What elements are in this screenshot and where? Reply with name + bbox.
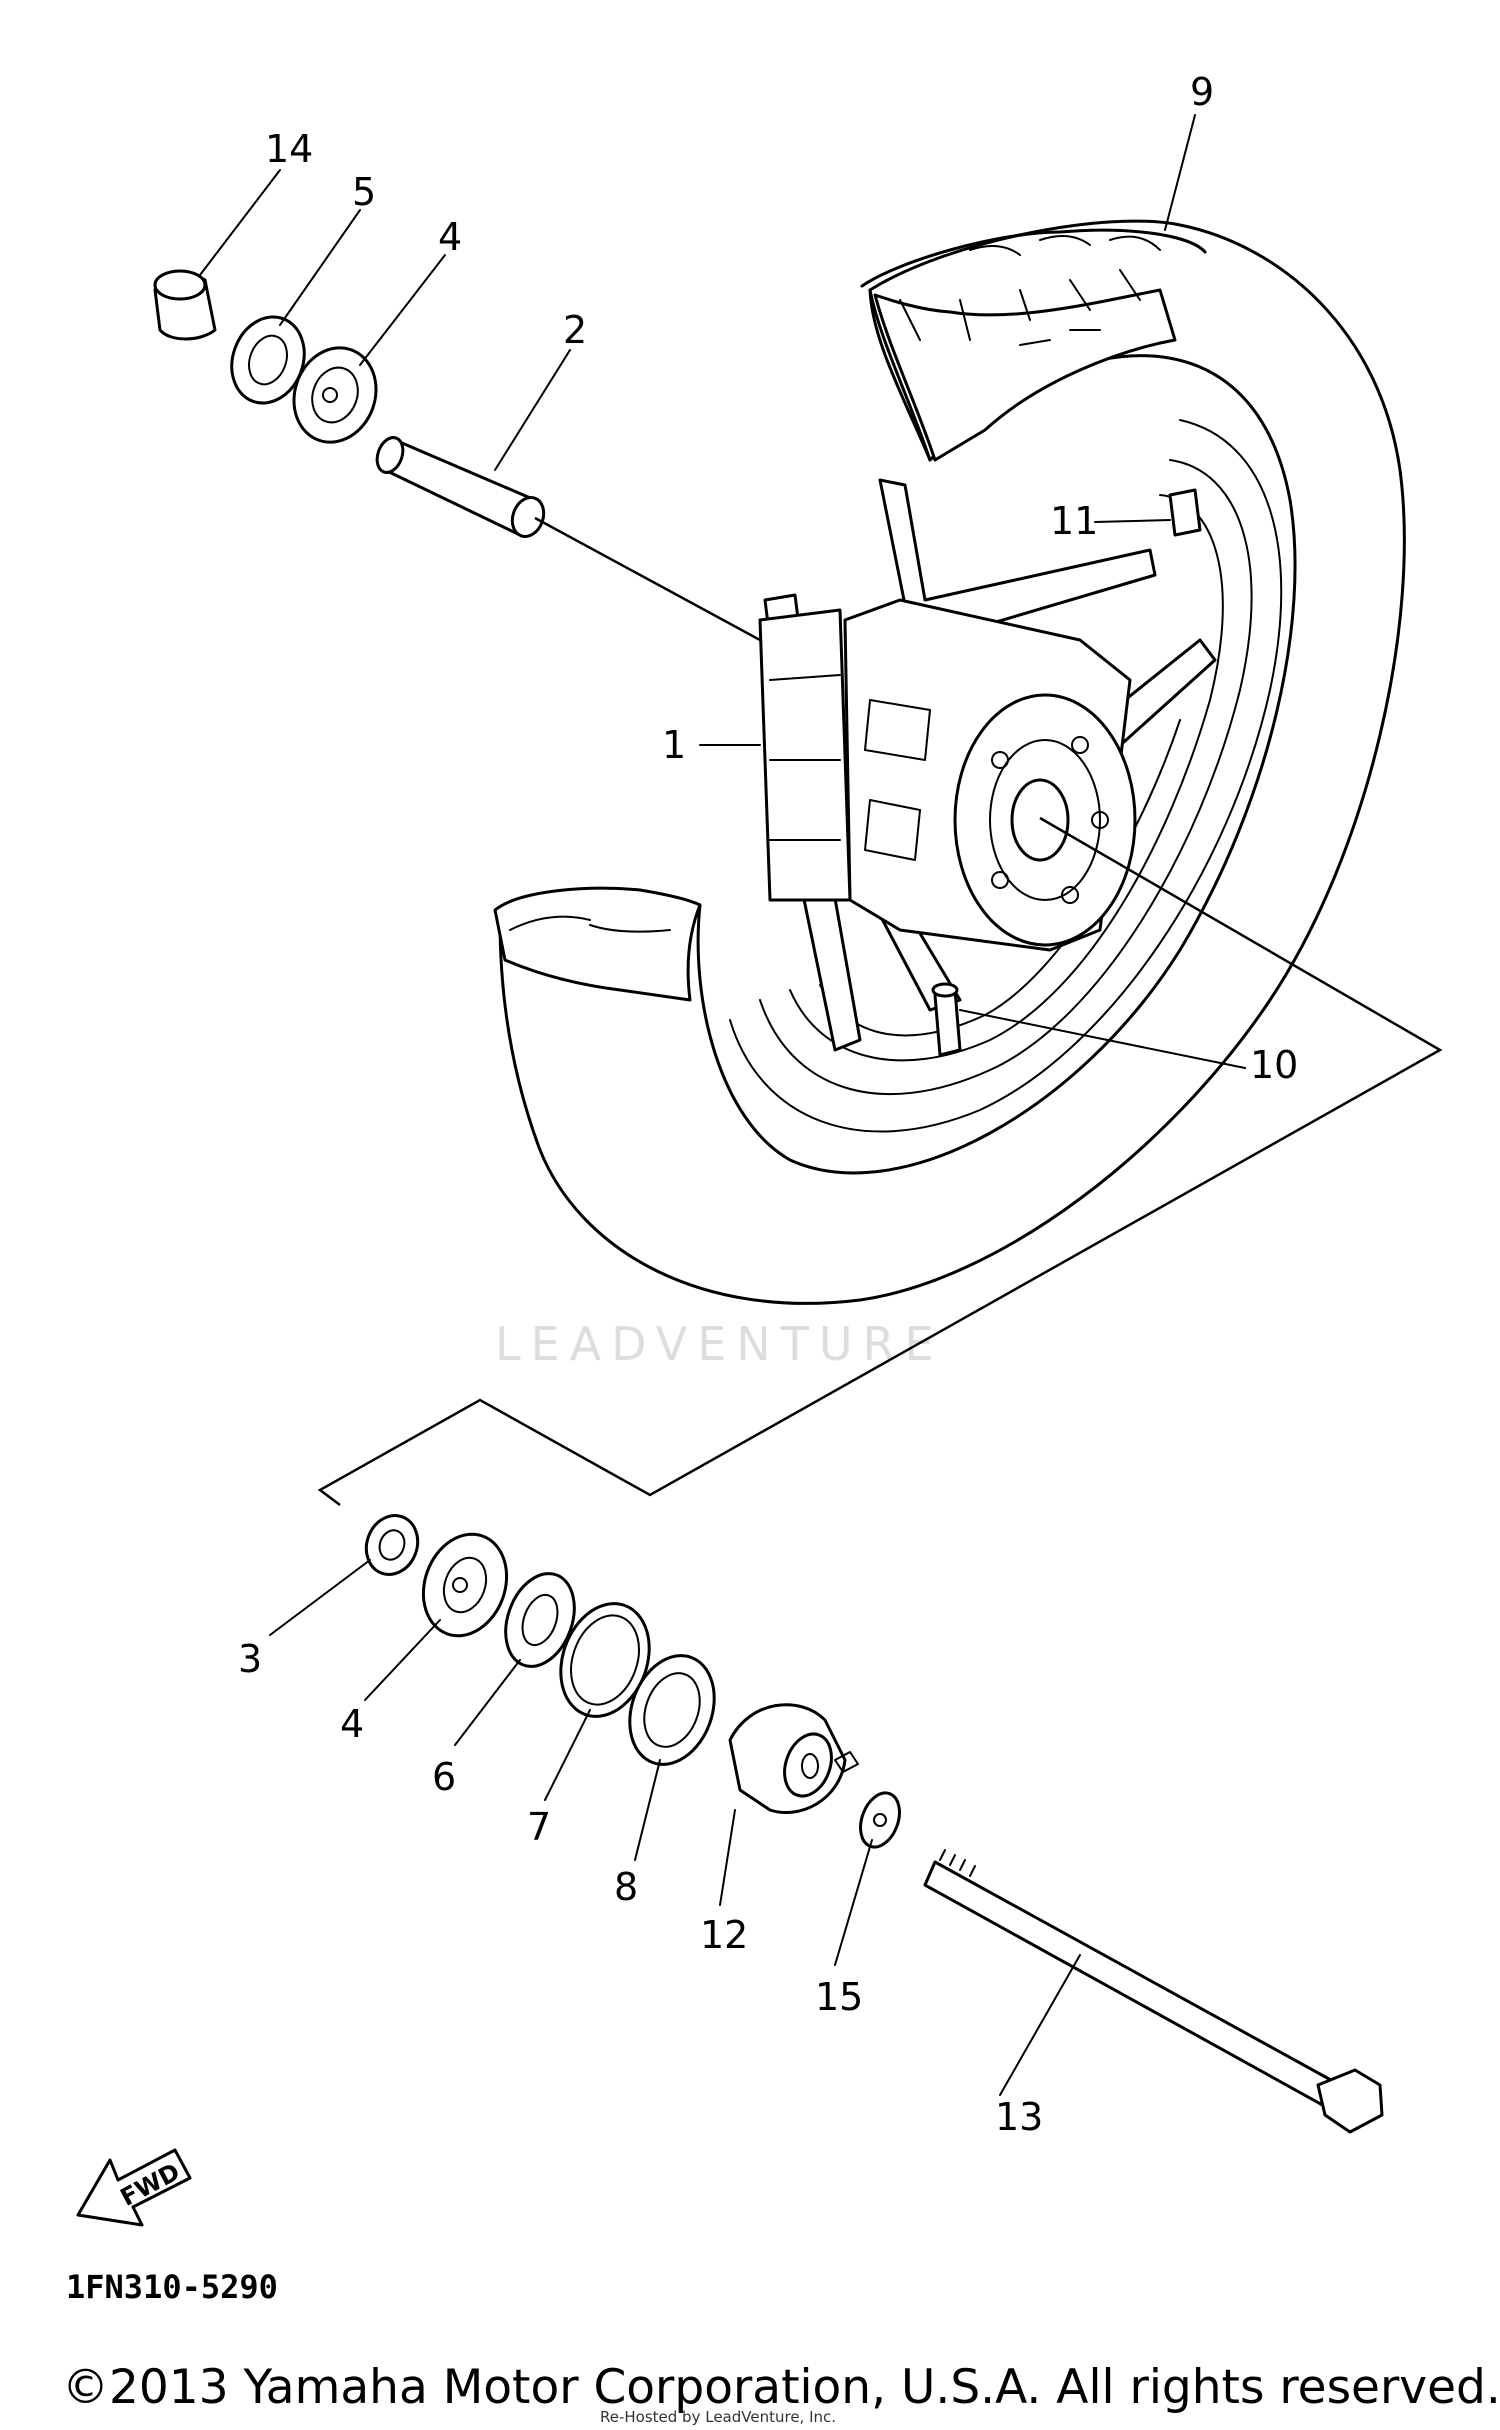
callout-9: 9 [1190,70,1214,114]
callout-4-top: 4 [438,215,462,259]
diagram-code: 1FN310-5290 [66,2268,278,2306]
callout-4-bottom: 4 [340,1702,364,1746]
rehost-notice: Re-Hosted by LeadVenture, Inc. [600,2408,837,2426]
callout-8: 8 [614,1865,638,1909]
callout-10: 10 [1250,1043,1298,1087]
part-12-gear-unit [728,1703,859,1815]
wheel-assembly [493,219,1406,1305]
callout-1: 1 [662,723,686,767]
part-2-spacer [375,436,546,538]
callout-6: 6 [432,1755,456,1799]
watermark-text: LEADVENTURE [495,1317,944,1371]
part-4-bearing-bottom [421,1532,509,1638]
part-15-collar [859,1791,901,1849]
callout-12: 12 [700,1913,748,1957]
callout-5: 5 [352,170,376,214]
callout-2: 2 [563,308,587,352]
part-13-axle [923,1849,1384,2134]
callout-14: 14 [265,127,313,171]
balance-weight-11 [1168,488,1202,537]
part-3-oil-seal [364,1514,420,1576]
callout-3: 3 [238,1637,262,1681]
valve-10 [933,988,962,1057]
callout-labels: 14 5 4 2 9 11 1 10 3 4 6 7 8 12 15 13 [238,70,1298,2139]
callout-11: 11 [1050,499,1098,543]
callout-13: 13 [995,2095,1043,2139]
part-7-ring [559,1602,651,1718]
part-4-bearing-top [292,346,378,444]
callout-7: 7 [527,1805,551,1849]
copyright-notice: ©2013 Yamaha Motor Corporation, U.S.A. A… [62,2360,1500,2415]
callout-15: 15 [815,1975,863,2019]
part-8-seal [628,1654,716,1766]
fwd-arrow: FWD [76,2148,192,2227]
leader-lines [199,114,1246,2096]
part-6-clutch [504,1572,576,1668]
part-14-collar [153,269,217,341]
